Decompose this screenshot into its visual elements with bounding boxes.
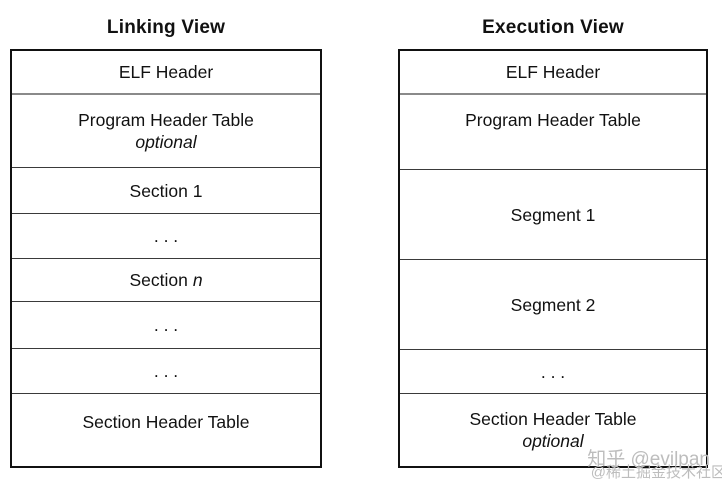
linking-cell-ellipsis-3: . . . — [12, 349, 320, 394]
linking-cell-ellipsis-1: . . . — [12, 214, 320, 259]
cell-label: Section Header Table — [469, 409, 637, 429]
cell-label: . . . — [153, 315, 179, 335]
cell-label: Section 1 — [129, 180, 203, 201]
cell-label: Segment 2 — [510, 294, 596, 315]
linking-cell-ellipsis-2: . . . — [12, 302, 320, 349]
cell-label: Segment 1 — [510, 204, 596, 225]
cell-note: optional — [522, 431, 584, 451]
execution-view-title: Execution View — [482, 17, 624, 38]
cell-label: . . . — [540, 361, 566, 382]
execution-cell-section-header-table: Section Header Table optional — [400, 394, 706, 466]
execution-cell-segment-2: Segment 2 — [400, 260, 706, 350]
cell-label: Program Header Table — [465, 110, 641, 130]
linking-view-title: Linking View — [106, 17, 226, 38]
linking-cell-elf-header: ELF Header — [12, 51, 320, 95]
execution-view-box: ELF Header Program Header Table Segment … — [398, 49, 708, 468]
execution-cell-elf-header: ELF Header — [400, 51, 706, 95]
cell-label: Section — [129, 270, 188, 290]
execution-cell-ellipsis-1: . . . — [400, 350, 706, 394]
cell-label: . . . — [153, 226, 179, 246]
linking-cell-section-1: Section 1 — [12, 168, 320, 214]
linking-view-box: ELF Header Program Header Table optional… — [10, 49, 322, 468]
cell-label: Program Header Table — [78, 110, 254, 130]
cell-label-variable: n — [192, 270, 203, 290]
cell-label: ELF Header — [505, 62, 601, 82]
cell-label: ELF Header — [118, 62, 214, 82]
linking-cell-section-header-table: Section Header Table — [12, 394, 320, 466]
cell-label: . . . — [153, 361, 179, 381]
execution-cell-segment-1: Segment 1 — [400, 170, 706, 260]
cell-note: optional — [135, 132, 197, 152]
linking-cell-program-header-table: Program Header Table optional — [12, 95, 320, 168]
cell-label: Section Header Table — [82, 412, 250, 432]
execution-cell-program-header-table: Program Header Table — [400, 95, 706, 170]
linking-cell-section-n: Section n — [12, 259, 320, 302]
